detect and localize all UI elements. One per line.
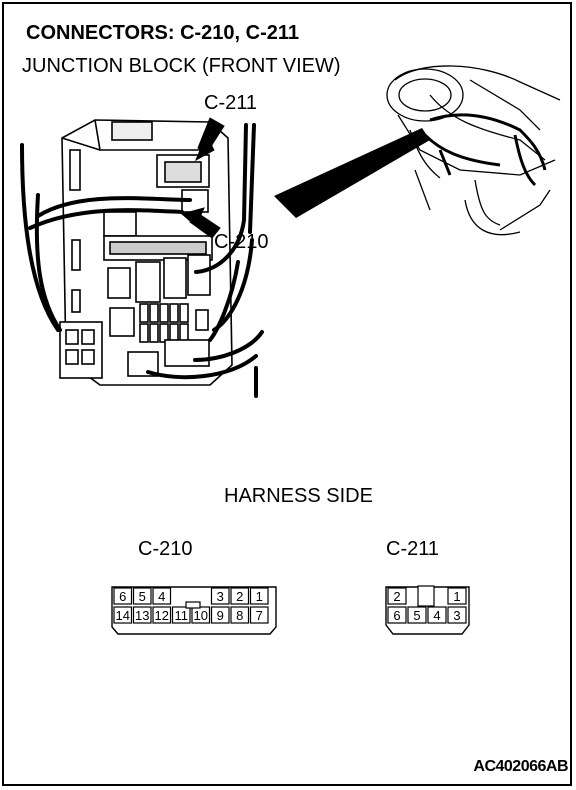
c210-lock-tab xyxy=(185,601,201,609)
c210-pin-cell xyxy=(249,587,269,605)
callout-arrows xyxy=(180,117,225,239)
c210-pin-cell xyxy=(132,587,152,605)
c210-pin-cell xyxy=(113,587,133,605)
c211-callout-label: C-211 xyxy=(204,92,257,114)
junction-block xyxy=(59,119,233,386)
c211-pin-cell xyxy=(447,606,467,624)
harness-side-heading: HARNESS SIDE xyxy=(224,485,373,507)
c210-pin-label: 5 xyxy=(139,589,146,604)
figure-code: AC402066AB xyxy=(473,758,568,775)
c211-pin-label: 2 xyxy=(393,589,400,604)
c210-pin-label: 11 xyxy=(175,608,189,623)
c210-pin-label: 3 xyxy=(217,589,224,604)
c210-pin-cell xyxy=(230,587,250,605)
c211-connector-label: C-211 xyxy=(386,538,439,560)
c210-pin-label: 7 xyxy=(256,608,263,623)
c210-pin-label: 6 xyxy=(119,589,126,604)
c210-pin-cell xyxy=(249,606,269,624)
c210-pin-label: 8 xyxy=(236,608,243,623)
c210-pin-cell xyxy=(171,606,191,624)
c210-pin-label: 10 xyxy=(194,608,208,623)
c211-connector-face xyxy=(385,586,470,635)
c210-pin-label: 9 xyxy=(217,608,224,623)
c210-pin-cell xyxy=(132,606,152,624)
c210-pin-cell xyxy=(152,606,172,624)
c210-pin-label: 13 xyxy=(135,608,149,623)
c211-pin-label: 6 xyxy=(393,608,400,623)
page-title: CONNECTORS: C-210, C-211 xyxy=(26,22,300,44)
c210-pin-cell xyxy=(210,606,230,624)
page-subtitle: JUNCTION BLOCK (FRONT VIEW) xyxy=(22,55,341,77)
c210-pin-label: 2 xyxy=(236,589,243,604)
c210-pin-cell xyxy=(152,587,172,605)
c210-pin-label: 1 xyxy=(256,589,263,604)
c211-lock-tab xyxy=(417,585,435,607)
c211-pin-cell xyxy=(407,606,427,624)
c211-pin-cell xyxy=(387,606,407,624)
c211-pin-label: 1 xyxy=(453,589,460,604)
c211-pin-cell xyxy=(387,587,407,605)
c210-pin-cell xyxy=(210,587,230,605)
c210-pin-cell xyxy=(230,606,250,624)
c210-connector-label: C-210 xyxy=(138,538,193,560)
dashboard-wiring xyxy=(423,113,547,187)
c210-pin-cell xyxy=(191,606,211,624)
c211-pin-cell xyxy=(427,606,447,624)
wiring-harness xyxy=(20,123,264,398)
c211-pin-label: 5 xyxy=(413,608,420,623)
c210-callout-label: C-210 xyxy=(214,231,269,253)
c210-pin-label: 14 xyxy=(116,608,130,623)
c211-pin-label: 3 xyxy=(453,608,460,623)
c211-pin-cell xyxy=(447,587,467,605)
c210-connector-face xyxy=(111,586,277,635)
c210-pin-label: 12 xyxy=(155,608,169,623)
c210-pin-label: 4 xyxy=(158,589,165,604)
c211-pin-label: 4 xyxy=(433,608,440,623)
c210-pin-cell xyxy=(113,606,133,624)
location-pointer xyxy=(274,128,430,218)
